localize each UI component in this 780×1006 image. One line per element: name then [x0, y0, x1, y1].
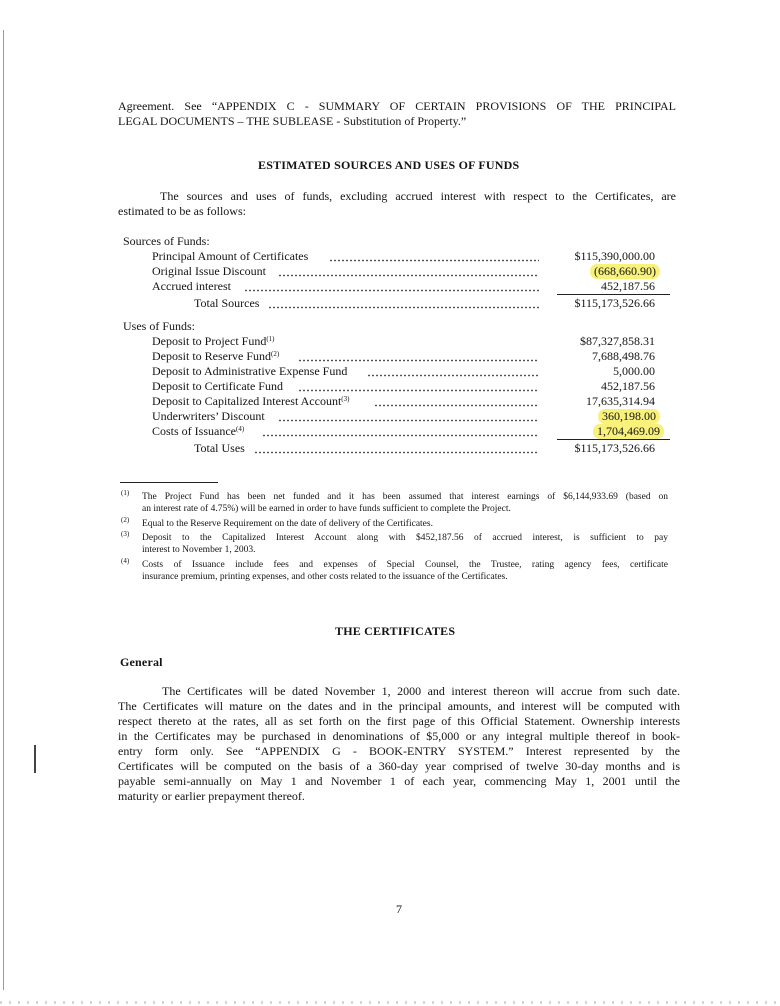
table-row: Deposit to Certificate Fund 452,187.56: [0, 379, 780, 394]
row-label: Original Issue Discount: [152, 264, 266, 278]
paragraph-line: in the Certificates may be purchased in …: [118, 729, 680, 743]
sources-header-row: Sources of Funds:: [0, 234, 780, 249]
scan-noise: [0, 1001, 780, 1004]
paragraph-line: respect thereto at the rates, all as set…: [118, 714, 680, 728]
uses-header: Uses of Funds:: [123, 319, 196, 333]
footnote: Equal to the Reserve Requirement on the …: [142, 519, 433, 529]
dot-leader: [244, 282, 539, 292]
scan-edge-line: [3, 30, 4, 990]
footnote: The Project Fund has been net funded and…: [142, 492, 668, 514]
footnote: Costs of Issuance include fees and expen…: [142, 560, 668, 582]
footnote-mark: (2): [121, 516, 130, 524]
footnote-ref: (2): [271, 350, 280, 358]
total-amount: $115,173,526.66: [574, 441, 655, 455]
dot-leader: [367, 367, 539, 377]
row-label: Deposit to Certificate Fund: [152, 379, 283, 393]
sources-uses-heading: ESTIMATED SOURCES AND USES OF FUNDS: [258, 158, 520, 172]
table-row: Deposit to Project Fund(1) $87,327,858.3…: [0, 334, 780, 349]
paragraph-line: maturity or earlier prepayment thereof.: [118, 789, 305, 803]
row-amount: $115,390,000.00: [574, 249, 655, 263]
estimated-line: The sources and uses of funds, excluding…: [160, 189, 676, 203]
table-row: Original Issue Discount (668,660.90): [0, 264, 780, 279]
row-label: Deposit to Reserve Fund(2): [152, 349, 280, 363]
table-row: Deposit to Capitalized Interest Account(…: [0, 394, 780, 409]
total-row: Total Uses $115,173,526.66: [0, 441, 780, 456]
row-amount: 1,704,469.09: [593, 424, 664, 439]
total-rule: [557, 294, 670, 295]
table-row: Accrued interest 452,187.56: [0, 279, 780, 294]
dot-leader: [374, 397, 539, 407]
footnote-rule: [120, 482, 218, 483]
estimated-intro: The sources and uses of funds, excluding…: [118, 189, 676, 219]
paragraph-line: entry form only. See “APPENDIX G - BOOK-…: [118, 744, 680, 758]
paragraph-line: Certificates will be computed on the bas…: [118, 759, 680, 773]
total-amount: $115,173,526.66: [574, 296, 655, 310]
table-row: Principal Amount of Certificates $115,39…: [0, 249, 780, 264]
table-row: Deposit to Reserve Fund(2) 7,688,498.76: [0, 349, 780, 364]
dot-leader: [278, 412, 539, 422]
footnote-ref: (4): [236, 425, 245, 433]
footnote-ref: (1): [266, 335, 275, 343]
total-label: Total Uses: [194, 441, 245, 455]
table-row: Costs of Issuance(4) 1,704,469.09: [0, 424, 780, 439]
dot-leader: [254, 444, 539, 454]
row-label: Deposit to Administrative Expense Fund: [152, 364, 348, 378]
certificates-paragraph: The Certificates will be dated November …: [118, 684, 680, 804]
table-row: Underwriters’ Discount 360,198.00: [0, 409, 780, 424]
row-amount: 17,635,314.94: [586, 394, 655, 408]
row-amount: 452,187.56: [601, 279, 655, 293]
general-subheading: General: [120, 655, 163, 669]
dot-leader: [329, 252, 539, 262]
row-label: Accrued interest: [152, 279, 231, 293]
row-label: Costs of Issuance(4): [152, 424, 245, 438]
footnote-mark: (4): [121, 557, 130, 565]
intro-paragraph: Agreement. See “APPENDIX C - SUMMARY OF …: [118, 99, 676, 129]
row-amount: 7,688,498.76: [592, 349, 655, 363]
dot-leader: [262, 427, 539, 437]
intro-line: LEGAL DOCUMENTS – THE SUBLEASE - Substit…: [118, 114, 467, 128]
row-label: Underwriters’ Discount: [152, 409, 265, 423]
total-rule: [557, 439, 670, 440]
sources-header: Sources of Funds:: [123, 234, 210, 248]
footnote-ref: (3): [341, 395, 350, 403]
table-row: Deposit to Administrative Expense Fund 5…: [0, 364, 780, 379]
total-label: Total Sources: [194, 296, 260, 310]
row-amount: 5,000.00: [613, 364, 655, 378]
intro-line: Agreement. See “APPENDIX C - SUMMARY OF …: [118, 99, 676, 113]
dot-leader: [298, 382, 539, 392]
paragraph-line: payable semi-annually on May 1 and Novem…: [118, 774, 680, 788]
row-label: Deposit to Project Fund(1): [152, 334, 275, 348]
page-number: 7: [396, 902, 402, 916]
row-label: Principal Amount of Certificates: [152, 249, 309, 263]
dot-leader: [268, 299, 539, 309]
row-amount: $87,327,858.31: [580, 334, 655, 348]
footnote: Deposit to the Capitalized Interest Acco…: [142, 533, 668, 555]
row-amount: 360,198.00: [598, 409, 660, 424]
row-amount: (668,660.90): [590, 264, 660, 279]
footnote-mark: (1): [121, 489, 130, 497]
uses-header-row: Uses of Funds:: [0, 319, 780, 334]
row-label: Deposit to Capitalized Interest Account(…: [152, 394, 350, 408]
total-row: Total Sources $115,173,526.66: [0, 296, 780, 311]
row-amount: 452,187.56: [601, 379, 655, 393]
paragraph-line: The Certificates will mature on the date…: [118, 699, 680, 713]
footnote-mark: (3): [121, 530, 130, 538]
estimated-line: estimated to be as follows:: [118, 204, 246, 218]
margin-mark: [34, 745, 36, 773]
certificates-heading: THE CERTIFICATES: [335, 624, 456, 638]
paragraph-line: The Certificates will be dated November …: [162, 684, 680, 698]
dot-leader: [298, 352, 539, 362]
dot-leader: [278, 267, 539, 277]
